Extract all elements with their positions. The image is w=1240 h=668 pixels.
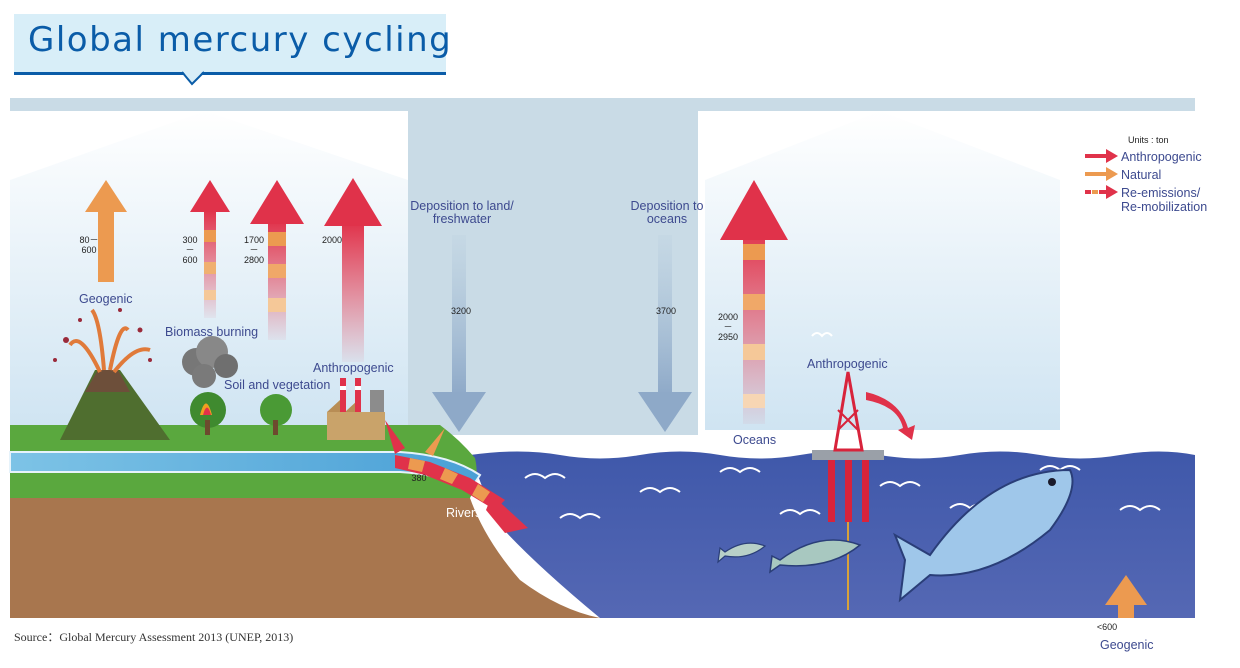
legend-anthropogenic-arrow (1085, 149, 1118, 163)
value-anthropogenic: 2000 (321, 235, 343, 245)
title-box: Global mercury cycling (14, 14, 451, 75)
legend-units: Units : ton (1128, 135, 1169, 145)
value-oceans: 2000－ 2950 (717, 312, 739, 342)
fish (717, 468, 1074, 603)
atmosphere-ocean-right (705, 111, 1060, 430)
legend-label-reemissions: Re-emissions/ Re-mobilization (1121, 186, 1208, 214)
value-deposition-land: 3200 (450, 306, 472, 316)
legend-item-reemissions: Re-emissions/ Re-mobilization (1085, 186, 1235, 216)
arrow-geogenic-ocean (1105, 575, 1147, 618)
title-callout-tail (181, 70, 205, 86)
label-rivers: Rivers (446, 506, 482, 520)
value-geogenic-ocean: <600 (1096, 622, 1118, 632)
oil-platform (812, 371, 884, 610)
value-soil: 1700－ 2800 (243, 235, 265, 265)
value-deposition-oceans: 3700 (655, 306, 677, 316)
value-rivers: 380 (411, 473, 427, 483)
bird-icon (811, 332, 833, 338)
page-title: Global mercury cycling (28, 20, 453, 60)
label-anthropogenic-land: Anthropogenic (313, 361, 394, 375)
label-soil-vegetation: Soil and vegetation (224, 378, 331, 392)
arrow-rivers (385, 420, 528, 533)
arrow-oceans (720, 180, 788, 424)
arrow-deposition-land (432, 235, 486, 432)
source-note: Source：Global Mercury Assessment 2013 (U… (14, 630, 294, 644)
legend-item-anthropogenic: Anthropogenic (1085, 150, 1235, 170)
value-biomass: 300－ 600 (182, 235, 198, 265)
legend-item-natural: Natural (1085, 168, 1235, 188)
trees (190, 392, 292, 435)
legend-label-natural: Natural (1121, 168, 1162, 182)
volcano (53, 308, 170, 440)
legend-reemission-arrow (1085, 185, 1118, 199)
label-geogenic-ocean: Geogenic (1100, 638, 1154, 652)
label-anthropogenic-ocean: Anthropogenic (807, 357, 888, 371)
atmosphere-band (10, 98, 1195, 111)
label-geogenic: Geogenic (79, 292, 133, 306)
biomass-smoke (182, 336, 238, 388)
label-oceans: Oceans (733, 433, 777, 447)
legend-label-anthropogenic: Anthropogenic (1121, 150, 1202, 164)
legend-natural-arrow (1085, 167, 1118, 181)
arrow-biomass (190, 180, 230, 318)
arrow-soil-vegetation (250, 180, 304, 340)
factory (327, 378, 385, 440)
label-biomass-burning: Biomass burning (165, 325, 259, 339)
label-deposition-oceans: Deposition to oceans (630, 199, 704, 226)
arrow-platform-emission (866, 392, 915, 440)
land-soil (10, 498, 600, 618)
deposition-column (408, 111, 698, 435)
arrow-geogenic (85, 180, 127, 282)
value-geogenic: 80－ 600 (79, 235, 99, 255)
arrow-anthropogenic-land (324, 178, 382, 362)
label-deposition-land: Deposition to land/ freshwater (410, 199, 514, 226)
arrow-deposition-oceans (638, 235, 692, 432)
